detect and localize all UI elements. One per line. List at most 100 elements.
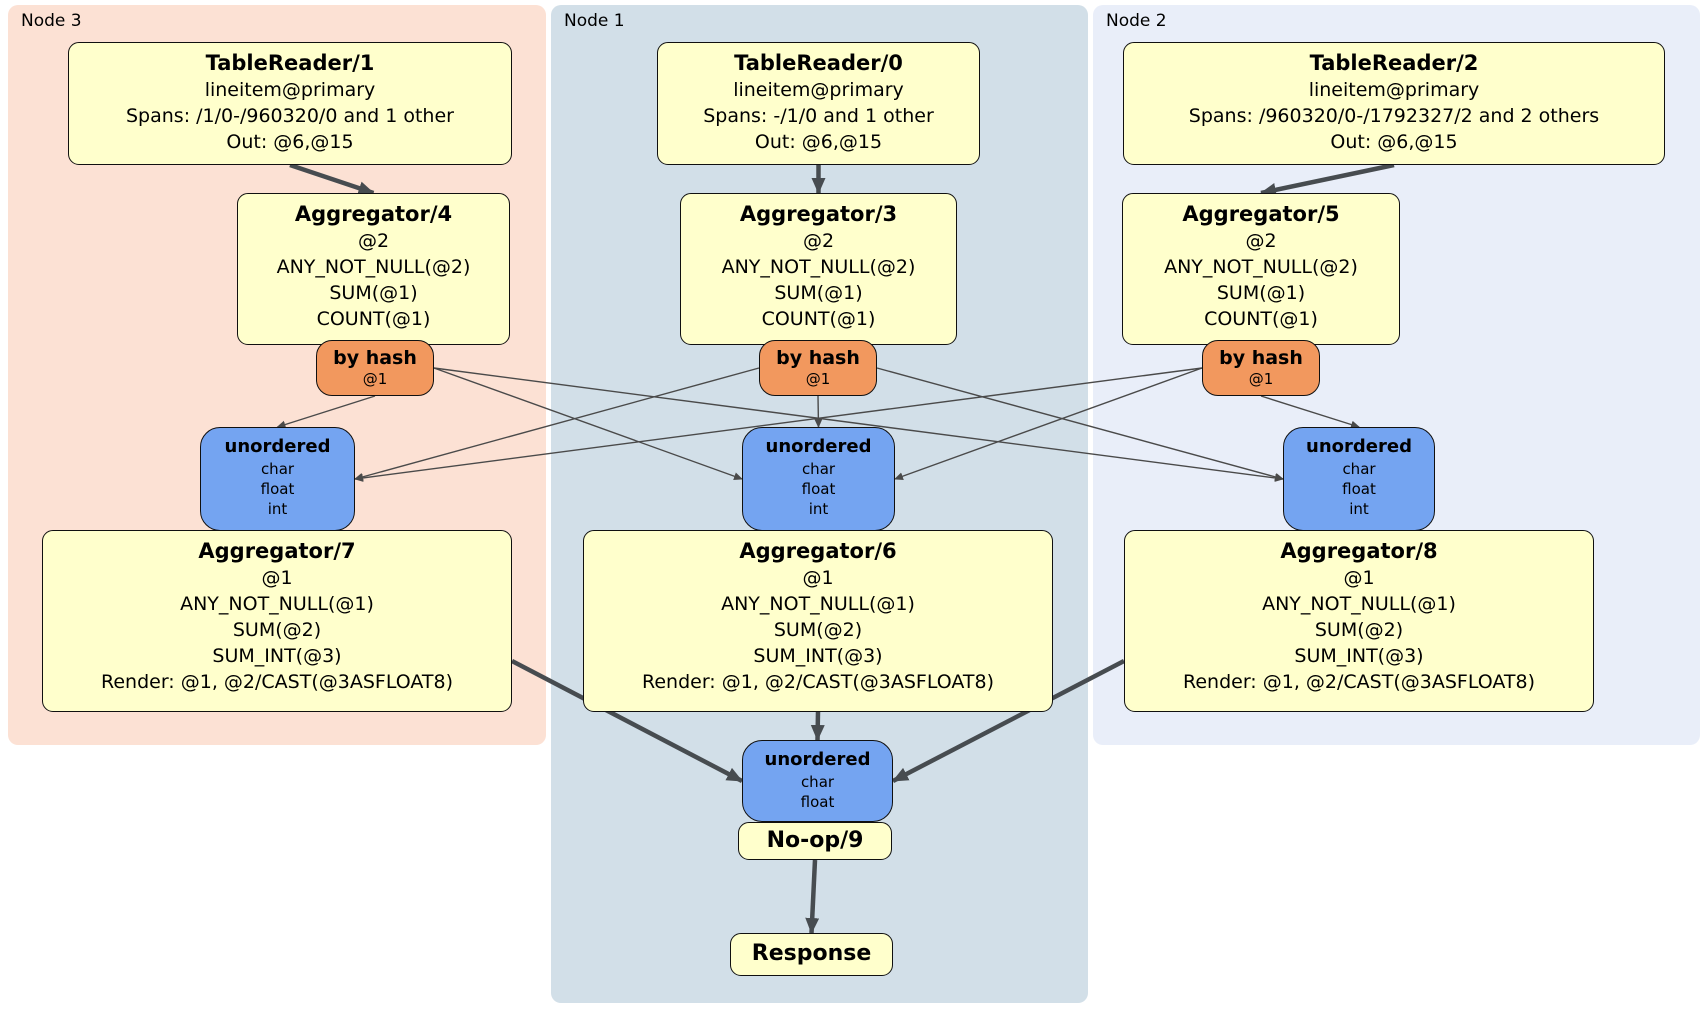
edge-line [810,711,825,741]
box-line: ANY_NOT_NULL(@2) [1164,256,1358,278]
box-line: ANY_NOT_NULL(@2) [721,256,916,278]
box-line: SUM(@2) [1314,619,1404,641]
edge-line [354,367,760,481]
box-line: @1 [1343,567,1375,589]
hash-router-5-details: @1 [1203,370,1319,388]
aggregator-5-title: Aggregator/5 [1182,202,1340,226]
box-line: SUM(@1) [329,282,418,304]
tablereader-1-title: TableReader/1 [205,51,375,75]
aggregator-6-title: Aggregator/6 [739,539,897,563]
box-line: SUM(@1) [774,282,863,304]
box-line: ANY_NOT_NULL(@1) [180,593,374,615]
noop-9-title: No-op/9 [766,828,864,853]
box-line: ANY_NOT_NULL(@1) [721,593,915,615]
unordered-sync-6-box: unordered char float int [742,427,895,531]
edge-line [891,659,1126,783]
aggregator-4-title: Aggregator/4 [294,202,453,226]
box-line: lineitem@primary [1308,79,1480,101]
edge-line [433,367,1284,482]
box-line: @1 [805,370,831,388]
box-line: Spans: -/1/0 and 1 other [703,105,934,127]
hash-router-4-title: by hash [333,347,417,369]
box-line: Render: @1, @2/CAST(@3ASFLOAT8) [642,671,994,693]
hash-router-3-details: @1 [760,370,876,388]
region-node1-label: Node 1 [564,11,625,31]
aggregator-7-title: Aggregator/7 [198,539,356,563]
box-line: @1 [1248,370,1274,388]
region-node3-label: Node 3 [21,11,82,31]
box-line: float [260,480,295,498]
edge-line [433,367,743,481]
region-node2-label: Node 2 [1106,11,1167,31]
box-line: SUM_INT(@3) [753,645,883,667]
edge-line [289,162,375,196]
box-line: char [800,773,835,791]
box-line: Render: @1, @2/CAST(@3ASFLOAT8) [101,671,453,693]
box-line: COUNT(@1) [1204,308,1318,330]
tablereader-0-title: TableReader/0 [734,51,903,75]
box-line: @2 [357,230,390,252]
hash-router-4-details: @1 [317,370,433,388]
unordered-sync-final-title: unordered [764,749,871,770]
box-line: Render: @1, @2/CAST(@3ASFLOAT8) [1183,671,1535,693]
box-line: char [801,460,836,478]
unordered-sync-6-details: char float int [743,459,894,519]
box-line: @1 [362,370,388,388]
edge-line [1260,395,1360,429]
aggregator-8-title: Aggregator/8 [1280,539,1438,563]
box-line: Out: @6,@15 [226,131,354,153]
box-line: SUM(@2) [232,619,322,641]
hash-router-5-title: by hash [1219,347,1303,369]
box-line: @1 [261,567,293,589]
box-line: char [260,460,295,478]
box-line: Spans: /960320/0-/1792327/2 and 2 others [1188,105,1600,127]
box-line: ANY_NOT_NULL(@1) [1262,593,1456,615]
box-line: float [801,480,836,498]
box-line: int [1349,500,1369,518]
box-line: COUNT(@1) [761,308,876,330]
box-line: @2 [802,230,835,252]
box-line: lineitem@primary [204,79,376,101]
box-line: SUM(@1) [1216,282,1306,304]
response-box: Response [730,933,893,976]
unordered-sync-6-title: unordered [765,436,872,457]
edge-line [1260,162,1395,197]
edge-line [354,367,1203,482]
box-line: lineitem@primary [733,79,904,101]
unordered-sync-8-title: unordered [1306,436,1412,457]
box-line: Out: @6,@15 [754,131,883,153]
hash-router-3-title: by hash [776,347,860,369]
box-line: ANY_NOT_NULL(@2) [276,256,471,278]
edge-line [876,367,1284,481]
edge-line [814,395,823,428]
edge-line [894,367,1203,481]
edge-line [510,659,744,783]
edge-line [276,395,376,429]
box-line: int [808,500,829,518]
box-line: float [1342,480,1376,498]
hash-router-3-box: by hash @1 [759,340,877,396]
box-line: @1 [802,567,834,589]
